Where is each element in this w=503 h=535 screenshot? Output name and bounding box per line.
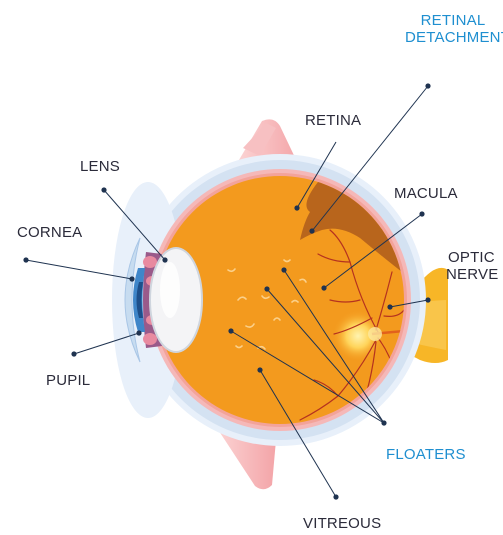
label-lens: LENS — [80, 158, 120, 175]
label-retinal-detachment: RETINAL DETACHMENT — [405, 12, 501, 46]
label-floaters: FLOATERS — [386, 446, 466, 463]
label-pupil: PUPIL — [46, 372, 90, 389]
label-cornea: CORNEA — [17, 224, 82, 241]
label-retina: RETINA — [305, 112, 361, 129]
label-optic-nerve-line1: OPTIC — [446, 249, 498, 266]
label-retinal-detachment-line1: RETINAL — [405, 12, 501, 29]
label-optic-nerve: OPTIC NERVE — [446, 249, 498, 283]
label-vitreous: VITREOUS — [303, 515, 381, 532]
label-retinal-detachment-line2: DETACHMENT — [405, 29, 501, 46]
label-optic-nerve-line2: NERVE — [446, 266, 498, 283]
label-macula: MACULA — [394, 185, 458, 202]
